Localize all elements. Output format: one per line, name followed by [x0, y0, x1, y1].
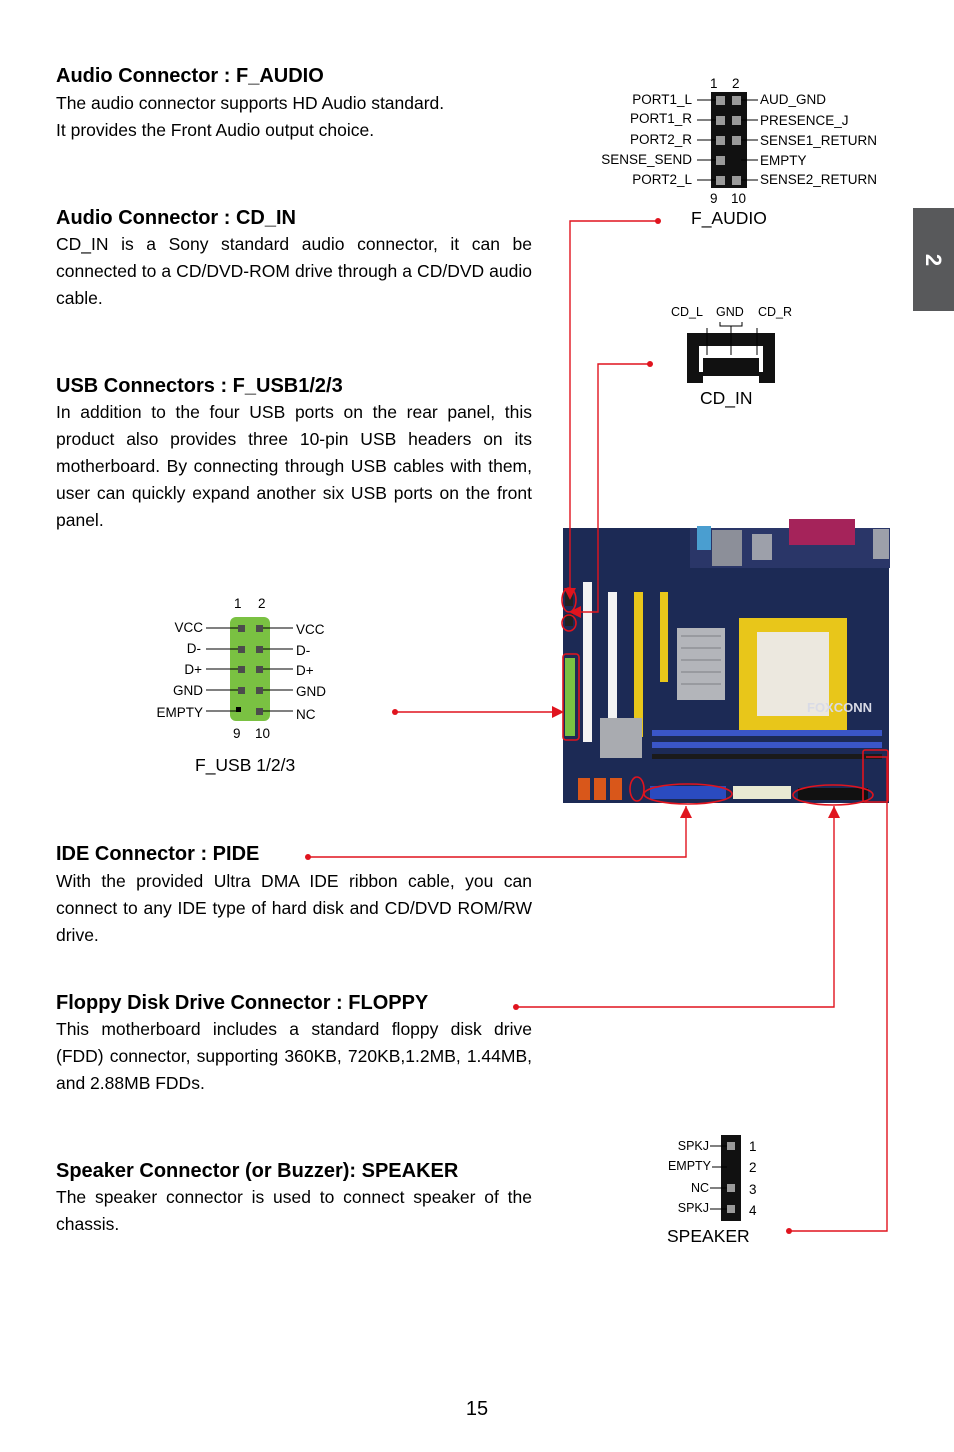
f-audio-right-3: SENSE1_RETURN — [760, 133, 878, 148]
cd-in-caption: CD_IN — [700, 388, 753, 408]
section-title-speaker: Speaker Connector (or Buzzer): SPEAKER — [56, 1160, 459, 1182]
f-audio-right-1: AUD_GND — [760, 92, 827, 107]
page-number: 15 — [465, 1398, 489, 1420]
f-usb-header-diagram — [206, 617, 293, 721]
f-audio-pin-2: 2 — [732, 76, 740, 91]
callout-dots — [305, 218, 792, 1234]
cd-in-pin-cd-l: CD_L — [671, 305, 703, 319]
f-audio-left-1: PORT1_L — [632, 92, 692, 107]
f-usb-pin-9: 9 — [233, 726, 241, 741]
section-title-f-audio: Audio Connector : F_AUDIO — [56, 65, 324, 87]
section-body-speaker: The speaker connector is used to connect… — [56, 1187, 532, 1234]
chapter-tab: 2 — [913, 208, 954, 311]
f-usb-pin-1: 1 — [234, 596, 242, 611]
f-usb-right-4: GND — [296, 684, 326, 699]
speaker-left-2: EMPTY — [667, 1159, 711, 1173]
f-audio-left-5: PORT2_L — [632, 172, 692, 187]
section-title-usb: USB Connectors : F_USB1/2/3 — [56, 375, 343, 397]
section-body-ide: With the provided Ultra DMA IDE ribbon c… — [56, 871, 532, 945]
section-body-f-audio: The audio connector supports HD Audio st… — [56, 90, 536, 144]
f-audio-pin-9: 9 — [710, 191, 718, 206]
f-usb-left-2: D- — [186, 641, 201, 656]
f-audio-line-2: It provides the Front Audio output choic… — [56, 120, 375, 140]
speaker-pin-4: 4 — [749, 1203, 757, 1218]
f-audio-right-4: EMPTY — [760, 153, 807, 168]
section-title-floppy: Floppy Disk Drive Connector : FLOPPY — [56, 992, 429, 1014]
speaker-left-1: SPKJ — [677, 1139, 709, 1153]
speaker-left-4: SPKJ — [677, 1201, 709, 1215]
f-usb-pin-10: 10 — [255, 726, 271, 741]
f-audio-pin-1: 1 — [710, 76, 718, 91]
cd-in-pin-cd-r: CD_R — [758, 305, 793, 319]
section-title-cd-in: Audio Connector : CD_IN — [56, 207, 296, 229]
f-usb-left-3: D+ — [184, 662, 202, 677]
f-audio-pin-10: 10 — [731, 191, 747, 206]
callout-highlights — [561, 587, 889, 806]
f-audio-left-4: SENSE_SEND — [601, 152, 692, 167]
f-usb-left-5: EMPTY — [156, 705, 203, 720]
callout-lines — [308, 220, 888, 1232]
f-audio-left-2: PORT1_R — [629, 111, 692, 126]
f-audio-line-1: The audio connector supports HD Audio st… — [56, 93, 445, 113]
board-brand-text: FOXCONN — [807, 700, 872, 715]
cd-in-pin-gnd: GND — [716, 305, 744, 319]
f-usb-caption: F_USB 1/2/3 — [195, 755, 296, 775]
speaker-pin-2: 2 — [749, 1160, 757, 1175]
f-usb-left-4: GND — [173, 683, 203, 698]
speaker-pin-3: 3 — [749, 1182, 757, 1197]
section-body-usb: In addition to the four USB ports on the… — [56, 402, 532, 530]
f-audio-right-5: SENSE2_RETURN — [760, 172, 878, 187]
f-usb-right-1: VCC — [296, 622, 325, 637]
section-body-floppy: This motherboard includes a standard flo… — [56, 1019, 532, 1093]
speaker-pin-1: 1 — [749, 1139, 757, 1154]
f-audio-caption: F_AUDIO — [691, 208, 767, 228]
speaker-header-diagram — [710, 1135, 741, 1221]
section-body-cd-in: CD_IN is a Sony standard audio connector… — [56, 234, 532, 308]
f-audio-header-diagram — [697, 92, 758, 188]
f-audio-right-2: PRESENCE_J — [760, 113, 849, 128]
section-title-ide: IDE Connector : PIDE — [56, 843, 260, 865]
f-usb-pin-2: 2 — [258, 596, 266, 611]
f-usb-right-3: D+ — [296, 663, 314, 678]
f-usb-left-1: VCC — [174, 620, 203, 635]
f-usb-right-5: NC — [296, 707, 316, 722]
motherboard-image: FOXCONN — [563, 519, 890, 803]
cd-in-connector-diagram — [687, 322, 775, 383]
speaker-caption: SPEAKER — [667, 1226, 750, 1246]
speaker-left-3: NC — [690, 1181, 709, 1195]
f-audio-left-3: PORT2_R — [629, 132, 692, 147]
f-usb-right-2: D- — [296, 643, 311, 658]
